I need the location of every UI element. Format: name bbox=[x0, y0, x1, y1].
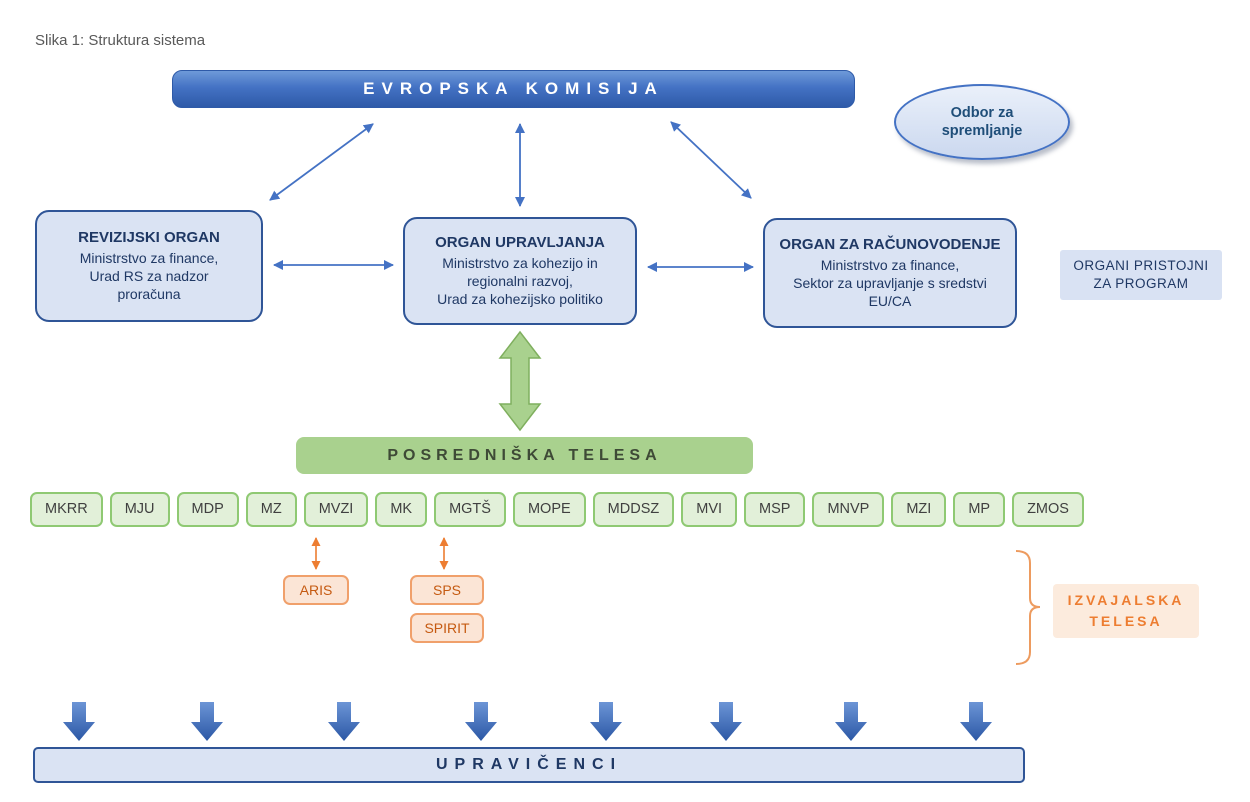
ministries-row: MKRR MJU MDP MZ MVZI MK MGTŠ MOPE MDDSZ … bbox=[30, 492, 1084, 527]
sps-box: SPS bbox=[410, 575, 484, 605]
ministry-box: MK bbox=[375, 492, 428, 527]
down-arrow bbox=[835, 702, 867, 741]
ministry-box: MDP bbox=[176, 492, 239, 527]
program-organs-label: ORGANI PRISTOJNI ZA PROGRAM bbox=[1060, 250, 1222, 301]
down-arrow bbox=[710, 702, 742, 741]
european-commission-box: EVROPSKA KOMISIJA bbox=[172, 70, 855, 108]
down-arrow bbox=[465, 702, 497, 741]
figure-caption: Slika 1: Struktura sistema bbox=[35, 32, 206, 49]
ministry-box: MP bbox=[953, 492, 1006, 527]
audit-organ-body: Ministrstvo za finance, Urad RS za nadzo… bbox=[79, 249, 219, 303]
down-arrow bbox=[328, 702, 360, 741]
monitoring-committee-ellipse: Odbor za spremljanje bbox=[894, 84, 1070, 160]
ministry-box: MVI bbox=[681, 492, 738, 527]
ministry-box: MNVP bbox=[812, 492, 885, 527]
ministry-box: ZMOS bbox=[1012, 492, 1084, 527]
down-arrow bbox=[960, 702, 992, 741]
ministry-box: MVZI bbox=[303, 492, 369, 527]
audit-organ-box: REVIZIJSKI ORGAN Ministrstvo za finance,… bbox=[35, 210, 263, 322]
down-arrow bbox=[63, 702, 95, 741]
management-organ-box: ORGAN UPRAVLJANJA Ministrstvo za kohezij… bbox=[403, 217, 637, 325]
accounting-organ-box: ORGAN ZA RAČUNOVODENJE Ministrstvo za fi… bbox=[763, 218, 1017, 328]
aris-box: ARIS bbox=[283, 575, 349, 605]
ministry-box: MDDSZ bbox=[592, 492, 675, 527]
arrow-commission-audit bbox=[269, 123, 374, 201]
down-arrow bbox=[590, 702, 622, 741]
down-arrow bbox=[191, 702, 223, 741]
ministry-box: MGTŠ bbox=[434, 492, 506, 527]
spirit-box: SPIRIT bbox=[410, 613, 484, 643]
arrow-management-intermediate bbox=[498, 330, 542, 432]
ministry-box: MSP bbox=[744, 492, 806, 527]
accounting-organ-body: Ministrstvo za finance, Sektor za upravl… bbox=[793, 256, 987, 310]
ministry-box: MZI bbox=[891, 492, 947, 527]
accounting-organ-title: ORGAN ZA RAČUNOVODENJE bbox=[779, 235, 1001, 253]
ministry-box: MKRR bbox=[30, 492, 103, 527]
implementing-bodies-label: IZVAJALSKA TELESA bbox=[1053, 584, 1199, 638]
management-organ-body: Ministrstvo za kohezijo in regionalni ra… bbox=[437, 254, 603, 308]
implementing-bodies-bracket bbox=[1015, 550, 1041, 665]
ministry-box: MOPE bbox=[512, 492, 586, 527]
audit-organ-title: REVIZIJSKI ORGAN bbox=[78, 228, 220, 246]
ministry-box: MZ bbox=[245, 492, 297, 527]
ministry-box: MJU bbox=[109, 492, 170, 527]
management-organ-title: ORGAN UPRAVLJANJA bbox=[435, 233, 605, 251]
arrow-commission-accounting bbox=[670, 121, 752, 199]
intermediate-bodies-bar: POSREDNIŠKA TELESA bbox=[296, 437, 753, 474]
beneficiaries-bar: UPRAVIČENCI bbox=[33, 747, 1025, 783]
